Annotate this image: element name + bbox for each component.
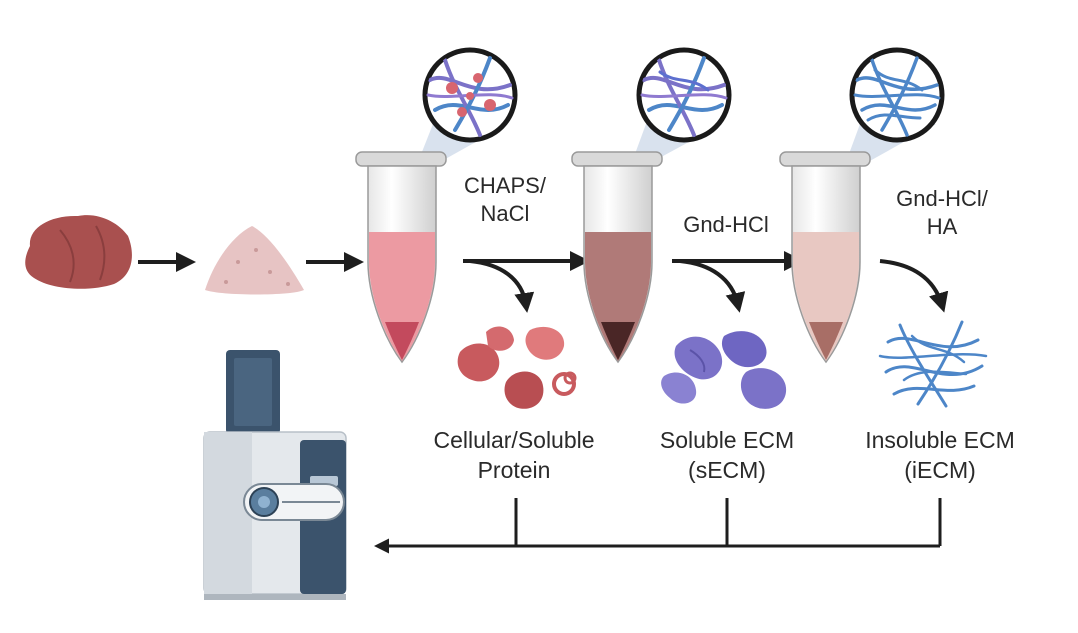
step3-label-line2: HA xyxy=(927,214,958,239)
microcentrifuge-tube-icon xyxy=(571,151,663,364)
insoluble-ecm-fibers-icon xyxy=(878,320,988,408)
arrow-to-cellular xyxy=(469,259,535,313)
cellular-protein-clumps-icon xyxy=(457,326,577,409)
magnified-fibers-icon xyxy=(632,47,732,162)
microcentrifuge-tube-icon xyxy=(355,151,447,364)
microcentrifuge-tube-icon xyxy=(779,151,871,364)
secm-label-line2: (sECM) xyxy=(688,457,766,483)
step2-label-line1: Gnd-HCl xyxy=(683,212,769,237)
iecm-label-line2: (iECM) xyxy=(904,457,976,483)
secm-label-line1: Soluble ECM xyxy=(660,427,794,453)
arrow-to-secm xyxy=(679,259,746,313)
step1-label-line2: NaCl xyxy=(481,201,530,226)
soluble-ecm-icon xyxy=(661,331,787,409)
cellular-protein-label-line1: Cellular/Soluble xyxy=(433,427,594,453)
step1-label-line1: CHAPS/ xyxy=(464,173,547,198)
liver-tissue-icon xyxy=(25,215,132,289)
cellular-protein-label-line2: Protein xyxy=(478,457,551,483)
tissue-powder-icon xyxy=(205,226,304,295)
magnified-fibers-icon xyxy=(846,47,945,162)
collection-lines xyxy=(374,498,942,554)
arrow-to-iecm xyxy=(879,259,949,313)
iecm-label-line1: Insoluble ECM xyxy=(865,427,1015,453)
step3-label-line1: Gnd-HCl/ xyxy=(896,186,989,211)
magnified-fibers-icon xyxy=(418,47,518,162)
mass-spectrometer-icon xyxy=(203,350,347,600)
